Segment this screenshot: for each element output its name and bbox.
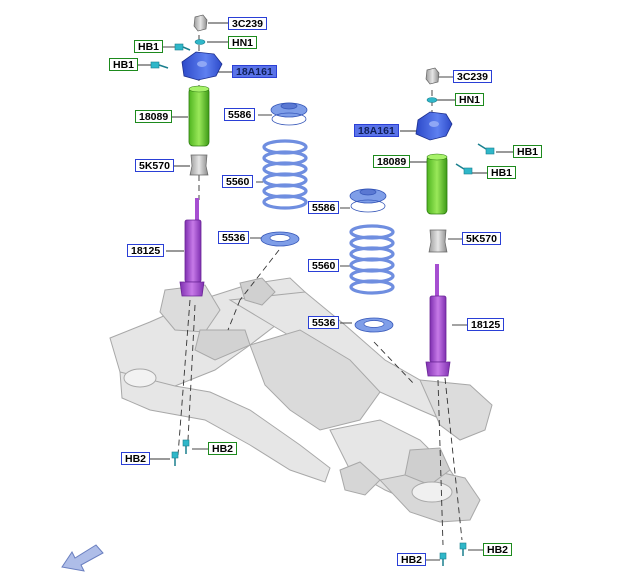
right-shock-absorber[interactable]: [425, 264, 451, 377]
part-label-5560-right[interactable]: 5560: [308, 259, 340, 272]
part-label-18089-left[interactable]: 18089: [135, 110, 173, 123]
part-label-hb2-right-a[interactable]: HB2: [397, 553, 427, 566]
part-label-5586-right[interactable]: 5586: [308, 201, 340, 214]
left-washer-hn1[interactable]: [194, 39, 206, 45]
part-label-18a161-right[interactable]: 18A161: [354, 124, 399, 137]
part-label-5536-right[interactable]: 5536: [308, 316, 340, 329]
left-mount-bolt-b[interactable]: [150, 61, 169, 69]
left-shock-absorber[interactable]: [179, 198, 205, 297]
label-leader-lines: [135, 22, 513, 561]
left-upper-spring-seat[interactable]: [270, 102, 308, 126]
part-label-18125-right[interactable]: 18125: [467, 318, 505, 331]
part-label-3c239-right[interactable]: 3C239: [453, 70, 492, 83]
part-label-18089-right[interactable]: 18089: [373, 155, 411, 168]
part-label-5586-left[interactable]: 5586: [224, 108, 256, 121]
part-label-hb2-left-b[interactable]: HB2: [208, 442, 238, 455]
right-upper-spring-seat[interactable]: [349, 188, 387, 213]
right-upper-mount[interactable]: [415, 111, 453, 141]
part-label-hn1-right[interactable]: HN1: [455, 93, 485, 106]
rear-subframe: [109, 277, 493, 523]
left-top-nut[interactable]: [193, 14, 208, 32]
left-coil-spring[interactable]: [262, 139, 308, 210]
part-label-3c239-left[interactable]: 3C239: [228, 17, 267, 30]
right-washer-hn1[interactable]: [426, 97, 438, 103]
left-jounce-bumper[interactable]: [189, 154, 209, 176]
part-label-hb1-left-a[interactable]: HB1: [134, 40, 164, 53]
front-direction-arrow-icon: [61, 544, 104, 572]
part-label-hb2-left-a[interactable]: HB2: [121, 452, 151, 465]
left-mount-bolt-a[interactable]: [174, 43, 191, 51]
right-spring-lower-insulator[interactable]: [354, 317, 394, 333]
part-label-5k570-left[interactable]: 5K570: [135, 159, 174, 172]
part-label-hn1-left[interactable]: HN1: [228, 36, 258, 49]
part-label-hb1-left-b[interactable]: HB1: [109, 58, 139, 71]
part-label-5536-left[interactable]: 5536: [218, 231, 250, 244]
left-bump-stop-bellows[interactable]: [188, 85, 210, 147]
part-label-18a161-left[interactable]: 18A161: [232, 65, 277, 78]
left-upper-mount[interactable]: [181, 51, 223, 81]
right-lower-bolts[interactable]: [439, 542, 467, 566]
right-bump-stop-bellows[interactable]: [426, 153, 448, 215]
part-label-hb1-right-b[interactable]: HB1: [487, 166, 517, 179]
right-coil-spring[interactable]: [349, 224, 395, 295]
right-top-nut[interactable]: [425, 67, 440, 85]
part-label-18125-left[interactable]: 18125: [127, 244, 165, 257]
left-spring-lower-insulator[interactable]: [260, 231, 300, 247]
right-mount-bolt-a[interactable]: [477, 143, 495, 155]
part-label-hb1-right-a[interactable]: HB1: [513, 145, 543, 158]
left-lower-bolts[interactable]: [171, 439, 190, 466]
part-label-5k570-right[interactable]: 5K570: [462, 232, 501, 245]
right-jounce-bumper[interactable]: [428, 229, 448, 253]
part-label-hb2-right-b[interactable]: HB2: [483, 543, 513, 556]
part-label-5560-left[interactable]: 5560: [222, 175, 254, 188]
right-mount-bolt-b[interactable]: [455, 163, 473, 175]
